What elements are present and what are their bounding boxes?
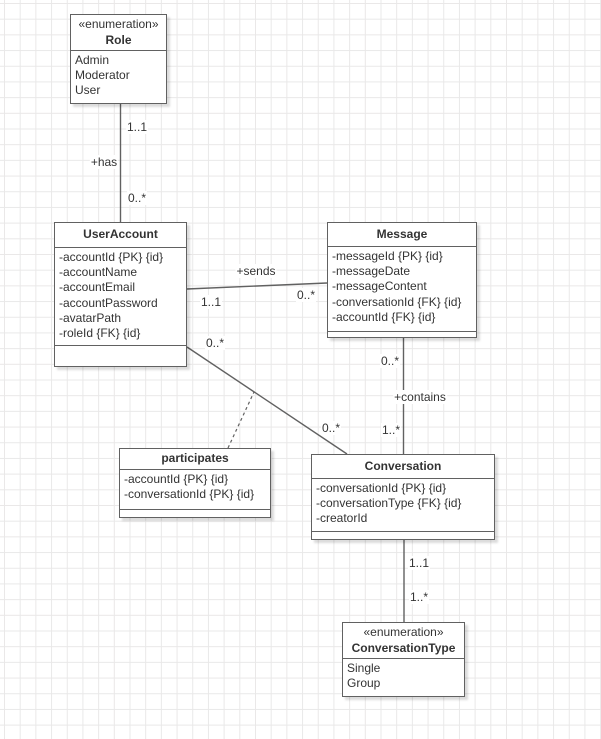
attribute-list: -accountId {PK} {id} -conversationId {PK… — [120, 470, 270, 509]
association-name-sends[interactable]: +sends — [235, 264, 277, 278]
enum-value: Group — [347, 676, 381, 691]
enum-value: Single — [347, 661, 381, 675]
multiplicity-label-sends-target[interactable]: 0..* — [295, 288, 317, 302]
entity-message[interactable]: Message -messageId {PK} {id} -messageDat… — [327, 222, 477, 338]
association-name-has[interactable]: +has — [89, 155, 119, 169]
attribute-row: -accountId {PK} {id} — [59, 250, 164, 264]
attribute-list: -conversationId {PK} {id} -conversationT… — [312, 479, 494, 531]
attribute-row: -conversationId {PK} {id} — [316, 481, 447, 495]
association-name-contains[interactable]: +contains — [393, 390, 447, 404]
entity-title: Conversation — [364, 458, 442, 473]
attribute-row: -messageContent — [332, 279, 427, 294]
attribute-row: -accountName — [59, 265, 138, 280]
entity-title: Message — [376, 226, 428, 241]
multiplicity-label-participates-source[interactable]: 0..* — [204, 336, 226, 350]
multiplicity-label-role-source[interactable]: 1..1 — [125, 120, 149, 134]
entity-title: participates — [161, 451, 229, 466]
attribute-row: -conversationId {FK} {id} — [332, 294, 462, 309]
edge-useraccount-conversation[interactable] — [186, 346, 348, 455]
entity-useraccount[interactable]: UserAccount -accountId {PK} {id} -accoun… — [54, 222, 187, 367]
entity-role-header: «enumeration» Role — [71, 15, 166, 51]
attribute-row: -accountId {PK} {id} — [124, 472, 229, 486]
multiplicity-label-type-target[interactable]: 1..* — [408, 590, 430, 604]
multiplicity-label-type-source[interactable]: 1..1 — [407, 556, 431, 570]
attribute-row: -roleId {FK} {id} — [59, 326, 141, 341]
edge-useraccount-message[interactable] — [186, 282, 328, 290]
enum-value: User — [75, 83, 101, 98]
edge-participates-association-link[interactable] — [227, 391, 255, 449]
enum-values: Single Group — [343, 659, 464, 691]
methods-compartment-empty — [55, 345, 186, 366]
entity-role[interactable]: «enumeration» Role Admin Moderator User — [70, 14, 167, 104]
entity-conversationtype-header: «enumeration» ConversationType — [343, 623, 464, 659]
stereotype-label: «enumeration» — [78, 17, 159, 31]
entity-participates[interactable]: participates -accountId {PK} {id} -conve… — [119, 448, 271, 518]
attribute-row: -accountId {FK} {id} — [332, 309, 436, 324]
enum-value: Moderator — [75, 68, 130, 83]
attribute-row: -avatarPath — [59, 310, 122, 325]
multiplicity-label-role-target[interactable]: 0..* — [126, 191, 148, 205]
multiplicity-label-contains-source[interactable]: 0..* — [379, 354, 401, 368]
entity-participates-header: participates — [120, 449, 270, 470]
multiplicity-label-contains-target[interactable]: 1..* — [380, 423, 402, 437]
methods-compartment-empty — [120, 509, 270, 517]
attribute-row: -messageId {PK} {id} — [332, 249, 443, 263]
multiplicity-label-participates-target[interactable]: 0..* — [320, 421, 342, 435]
attribute-row: -creatorId — [316, 511, 368, 526]
attribute-row: -conversationType {FK} {id} — [316, 496, 462, 511]
entity-conversationtype[interactable]: «enumeration» ConversationType Single Gr… — [342, 622, 465, 697]
enum-values: Admin Moderator User — [71, 51, 166, 99]
attribute-row: -accountEmail — [59, 280, 136, 295]
entity-conversation-header: Conversation — [312, 455, 494, 479]
entity-useraccount-header: UserAccount — [55, 223, 186, 248]
attribute-row: -accountPassword — [59, 295, 158, 310]
methods-compartment-empty — [312, 531, 494, 539]
enum-value: Admin — [75, 53, 110, 67]
attribute-list: -messageId {PK} {id} -messageDate -messa… — [328, 247, 476, 331]
entity-title: UserAccount — [83, 227, 158, 242]
methods-compartment-empty — [328, 331, 476, 337]
multiplicity-label-sends-source[interactable]: 1..1 — [199, 295, 223, 309]
attribute-row: -conversationId {PK} {id} — [124, 487, 255, 502]
entity-title: Role — [105, 32, 132, 47]
attribute-row: -messageDate — [332, 264, 411, 279]
entity-conversation[interactable]: Conversation -conversationId {PK} {id} -… — [311, 454, 495, 540]
stereotype-label: «enumeration» — [363, 625, 444, 639]
entity-title: ConversationType — [351, 640, 456, 655]
attribute-list: -accountId {PK} {id} -accountName -accou… — [55, 248, 186, 345]
entity-message-header: Message — [328, 223, 476, 247]
